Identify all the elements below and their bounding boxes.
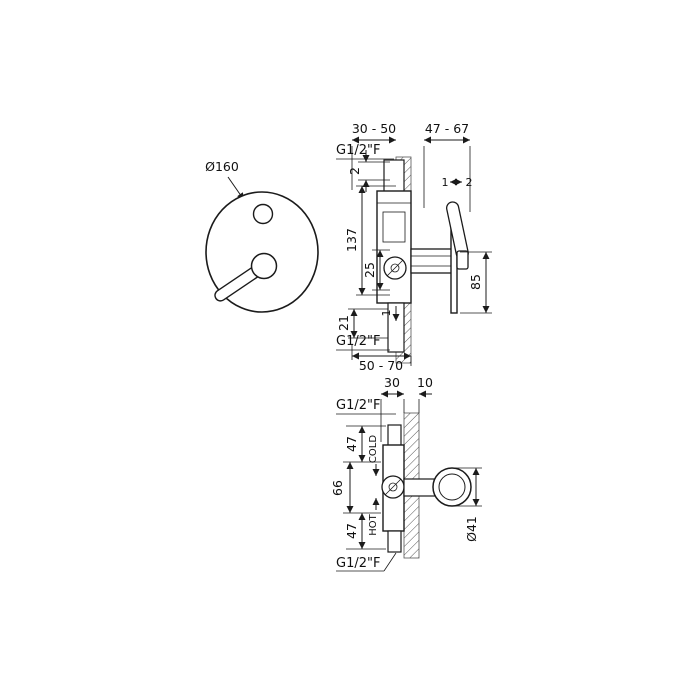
lever-pivot	[250, 252, 278, 280]
top-pipe-fitting	[387, 424, 402, 448]
bottom-outlet-pipe	[387, 302, 405, 353]
diverter-positions: 1 2	[442, 176, 473, 189]
dimension-137: 137	[344, 185, 396, 296]
knob-inner-circle	[438, 473, 466, 501]
thread-plan-top-label: G1/2"F	[336, 398, 380, 413]
dimension-diameter-41: Ø41	[455, 467, 482, 542]
thread-plan-bottom-label: G1/2"F	[336, 556, 380, 571]
body-inner-detail	[382, 211, 406, 243]
dimension-depth-range: 30 - 50	[351, 121, 396, 190]
mixing-port-center	[388, 482, 398, 492]
position-1-label: 1	[442, 176, 449, 189]
dimension-66: 66	[330, 461, 381, 514]
dim-21-label: 21	[336, 315, 351, 331]
cartridge-stem	[410, 248, 453, 274]
dim-47-bottom-label: 47	[344, 523, 359, 539]
dimension-85: 85	[460, 251, 492, 314]
thread-label-plan-top: G1/2"F	[336, 398, 396, 415]
hot-flow: HOT	[368, 498, 380, 536]
dim-47-top-label: 47	[344, 436, 359, 452]
handle-stem	[403, 478, 436, 497]
dim-50-70-label: 50 - 70	[359, 358, 403, 373]
dim-2-label: 2	[347, 167, 362, 175]
dimension-47-bottom: 47	[344, 513, 386, 550]
cold-flow: COLD	[368, 435, 380, 476]
front-diameter-label: Ø160	[205, 159, 239, 174]
front-view: Ø160	[205, 159, 319, 313]
outlet-port-center	[390, 263, 400, 273]
cold-label: COLD	[368, 435, 379, 463]
dim-25-label: 25	[362, 262, 377, 278]
diverter-button	[252, 203, 274, 225]
mixing-port-slash	[384, 478, 402, 496]
dim-30-50-label: 30 - 50	[352, 121, 396, 136]
dim-47-67-label: 47 - 67	[425, 121, 469, 136]
rough-in-body	[376, 190, 412, 304]
bottom-pipe-fitting	[387, 530, 402, 553]
handle-hub	[456, 250, 469, 270]
dim-66-label: 66	[330, 480, 345, 496]
valve-body-section: 1	[376, 159, 469, 353]
dimension-47-top: 47	[344, 425, 386, 462]
dimension-30-10: 30 10	[380, 375, 433, 442]
dimension-25: 25	[362, 249, 390, 291]
dim-30-label: 30	[384, 375, 400, 390]
outlet-1-label: 1	[380, 310, 393, 317]
thread-label-top: G1/2"F	[336, 143, 394, 160]
thread-label-bottom: G1/2"F	[336, 334, 390, 351]
hot-label: HOT	[368, 513, 379, 535]
dim-41-label: Ø41	[464, 516, 479, 542]
dimension-2: 2	[347, 150, 390, 192]
thread-label-plan-bottom: G1/2"F	[336, 552, 397, 572]
side-section-view: 1 30 - 50 47 - 67 G1/2"F 2	[336, 121, 492, 373]
thread-top-label: G1/2"F	[336, 143, 380, 158]
plan-section-view: 30 10 G1/2"F 47 66 47 COLD	[330, 375, 482, 572]
dim-10-label: 10	[417, 375, 433, 390]
thread-bottom-label: G1/2"F	[336, 334, 380, 349]
dimension-total-range: 47 - 67	[423, 121, 471, 212]
dimension-21: 21	[336, 308, 388, 339]
position-2-label: 2	[466, 176, 473, 189]
dimension-50-70: 50 - 70	[351, 344, 412, 373]
dim-137-label: 137	[344, 228, 359, 252]
dim-85-label: 85	[468, 274, 483, 290]
top-inlet-fitting	[383, 159, 405, 193]
outlet-port-slash	[386, 259, 404, 277]
valve-body-plan	[381, 424, 472, 553]
